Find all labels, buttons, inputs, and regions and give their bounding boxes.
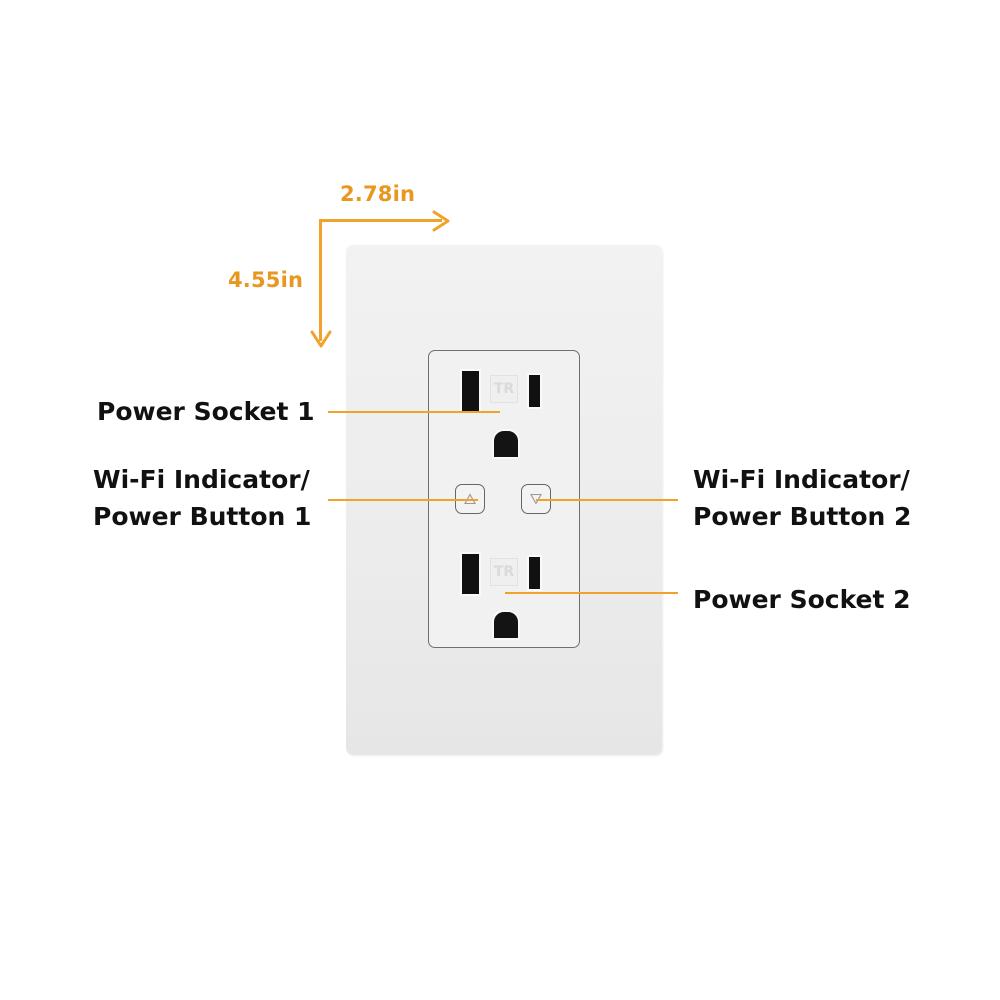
arrow-down-icon: [310, 330, 332, 348]
socket-1-hot-slot: [527, 373, 542, 409]
width-dimension-line: [319, 219, 442, 222]
callout-wifi-button-2-line2: Power Button 2: [693, 502, 912, 531]
callout-wifi-button-1-line1: Wi-Fi Indicator/: [93, 465, 310, 494]
arrow-right-icon: [432, 210, 450, 232]
callout-power-socket-2: Power Socket 2: [693, 585, 911, 614]
height-dimension-line: [319, 219, 322, 341]
socket-2-neutral-slot: [460, 552, 481, 596]
socket-2-ground-hole: [492, 610, 520, 640]
socket-1-neutral-slot: [460, 369, 481, 413]
leader-power-socket-1: [328, 411, 500, 413]
leader-wifi-button-2: [536, 499, 678, 501]
tr-mark-text: TR: [493, 381, 515, 397]
callout-power-socket-1: Power Socket 1: [97, 397, 315, 426]
leader-wifi-button-1: [328, 499, 478, 501]
tr-mark-text: TR: [493, 564, 515, 580]
socket-1-tr-mark: TR: [490, 375, 518, 403]
socket-2-tr-mark: TR: [490, 558, 518, 586]
callout-wifi-button-1-line2: Power Button 1: [93, 502, 312, 531]
height-dimension-label: 4.55in: [228, 268, 304, 292]
width-dimension-label: 2.78in: [340, 182, 416, 206]
leader-power-socket-2: [505, 592, 678, 594]
callout-wifi-button-2-line1: Wi-Fi Indicator/: [693, 465, 910, 494]
socket-2-hot-slot: [527, 555, 542, 591]
socket-1-ground-hole: [492, 429, 520, 459]
